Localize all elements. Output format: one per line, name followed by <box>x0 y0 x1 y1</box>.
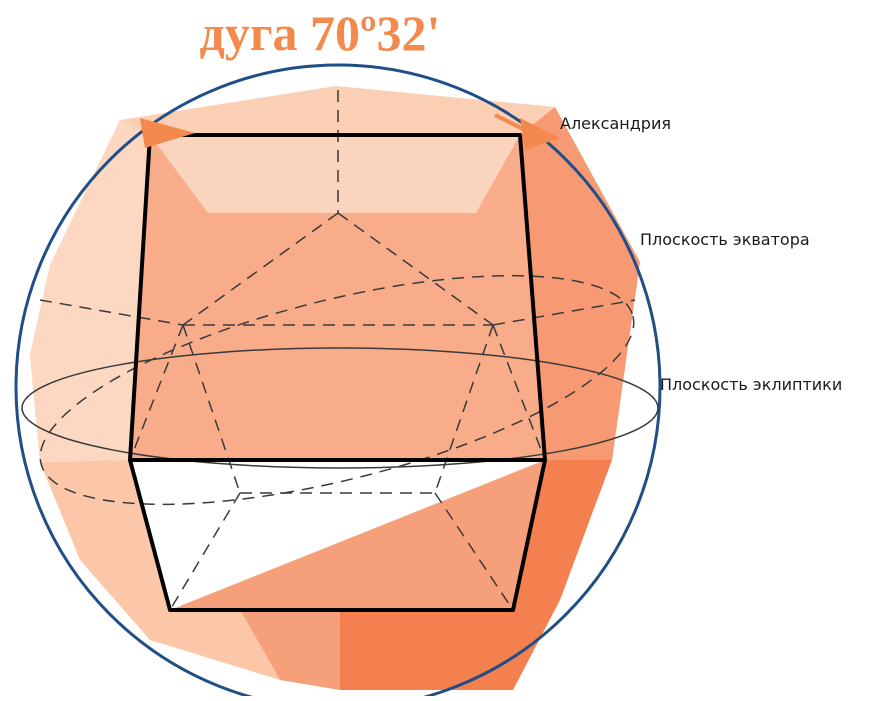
label-ecliptic-plane: Плоскость эклиптики <box>660 375 843 394</box>
arrows <box>140 118 560 150</box>
arc-title: дуга 70º32' <box>199 5 441 61</box>
top-face <box>150 135 520 213</box>
polyhedron-faces <box>30 86 640 690</box>
ecliptic-ellipse <box>21 347 659 469</box>
label-alexandria: Александрия <box>560 114 671 133</box>
bold-edges <box>128 133 547 612</box>
lower-left-face <box>40 460 280 680</box>
lower-right-face-dark <box>340 460 612 690</box>
left-arrow-icon <box>140 118 195 148</box>
label-equator-plane: Плоскость экватора <box>640 230 810 249</box>
sphere-outline <box>14 63 662 701</box>
hidden-edges <box>39 90 636 611</box>
right-arrow-icon <box>520 118 560 150</box>
right-upper-face <box>520 107 640 460</box>
